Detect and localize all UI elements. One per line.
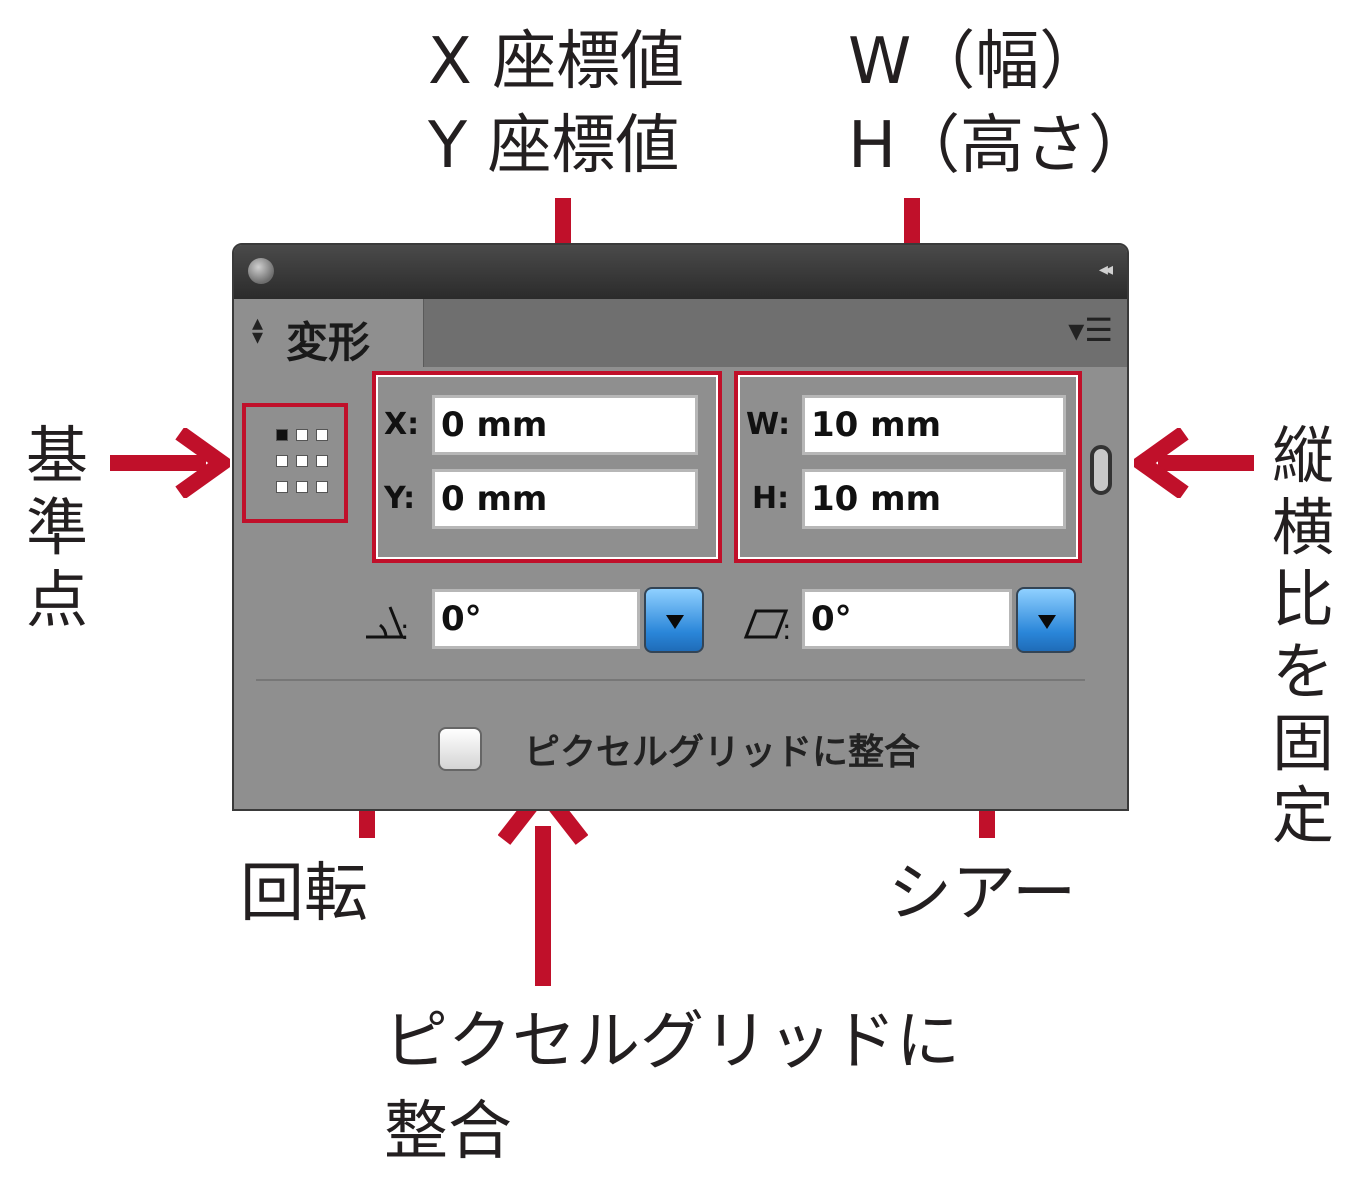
panel-tabbar: ▴▾ 変形 ▾☰ xyxy=(234,299,1127,367)
wh-fields-highlight-inner xyxy=(738,375,1078,559)
y-field[interactable]: 0 mm xyxy=(432,469,698,529)
ref-point-top-left[interactable] xyxy=(276,429,288,441)
panel-titlebar: ◂◂ xyxy=(234,245,1127,299)
collapse-icon[interactable]: ◂◂ xyxy=(1098,259,1113,280)
callout-pixel-grid-line2: 整合 xyxy=(384,1095,512,1169)
callout-lock-aspect-ratio-char: 縦 xyxy=(1271,419,1334,492)
xy-fields-highlight xyxy=(372,371,722,563)
rotate-dropdown-button[interactable] xyxy=(644,587,704,653)
panel-menu-icon[interactable]: ▾☰ xyxy=(1068,311,1113,349)
ref-point-top-right[interactable] xyxy=(316,429,328,441)
reference-point-locator[interactable] xyxy=(242,403,348,523)
callout-reference-point-char: 点 xyxy=(25,563,88,636)
ref-point-middle-left[interactable] xyxy=(276,455,288,467)
wh-fields-highlight xyxy=(734,371,1082,563)
tab-transform[interactable]: ▴▾ 変形 xyxy=(234,299,424,367)
arrow-to-chain-link xyxy=(1134,428,1254,498)
rotate-field[interactable]: 0° xyxy=(432,589,640,649)
ref-point-bottom-center[interactable] xyxy=(296,481,308,493)
ref-point-center[interactable] xyxy=(296,455,308,467)
callout-lock-aspect-ratio-char: 比 xyxy=(1271,563,1334,636)
pixel-grid-checkbox[interactable] xyxy=(438,727,482,771)
callout-reference-point-char: 基 xyxy=(25,419,88,492)
callout-lock-aspect-ratio-char: 横 xyxy=(1271,491,1334,564)
ref-point-bottom-left[interactable] xyxy=(276,481,288,493)
callout-height: H（高さ） xyxy=(848,109,1153,183)
rotate-icon: : xyxy=(366,606,408,643)
panel-body: X: 0 mm Y: 0 mm W: 10 mm H: 10 mm : 0° :… xyxy=(234,367,1127,809)
pixel-grid-checkbox-label: ピクセルグリッドに整合 xyxy=(524,732,921,773)
shear-icon: : xyxy=(743,609,790,643)
callout-y-coordinate: Y 座標値 xyxy=(428,109,680,183)
shear-dropdown-button[interactable] xyxy=(1016,587,1076,653)
ref-point-top-center[interactable] xyxy=(296,429,308,441)
arrow-to-reference-point xyxy=(110,428,230,498)
ref-point-middle-right[interactable] xyxy=(316,455,328,467)
svg-text::: : xyxy=(782,613,790,643)
callout-x-coordinate: X 座標値 xyxy=(428,25,685,99)
tab-arrows-icon: ▴▾ xyxy=(252,311,264,350)
callout-lock-aspect-ratio-char: 固 xyxy=(1271,707,1334,780)
callout-shear: シアー xyxy=(888,857,1077,931)
callout-rotate: 回転 xyxy=(240,857,368,931)
svg-text::: : xyxy=(400,613,408,643)
y-label: Y: xyxy=(384,481,416,516)
chain-link-icon[interactable] xyxy=(1090,445,1112,495)
ref-point-bottom-right[interactable] xyxy=(316,481,328,493)
shear-field[interactable]: 0° xyxy=(802,589,1012,649)
arrow-to-pixel-grid-checkbox xyxy=(498,782,588,986)
callout-reference-point: 基 準 点 xyxy=(22,420,92,636)
callout-reference-point-char: 準 xyxy=(25,491,88,564)
xy-fields-highlight-inner xyxy=(376,375,718,559)
callout-pixel-grid-line1: ピクセルグリッドに xyxy=(384,1005,960,1079)
callout-lock-aspect-ratio: 縦 横 比 を 固 定 xyxy=(1268,420,1338,852)
h-label: H: xyxy=(752,481,790,516)
w-field[interactable]: 10 mm xyxy=(802,395,1066,455)
h-field[interactable]: 10 mm xyxy=(802,469,1066,529)
callout-lock-aspect-ratio-char: 定 xyxy=(1271,779,1334,852)
callout-width: W（幅） xyxy=(848,25,1104,99)
close-dot-icon[interactable] xyxy=(248,258,274,284)
transform-panel: ◂◂ ▴▾ 変形 ▾☰ X: 0 mm Y: 0 mm xyxy=(232,243,1129,811)
callout-lock-aspect-ratio-char: を xyxy=(1271,635,1334,708)
x-field[interactable]: 0 mm xyxy=(432,395,698,455)
x-label: X: xyxy=(384,407,420,442)
panel-divider xyxy=(256,679,1085,681)
w-label: W: xyxy=(746,407,791,442)
tab-transform-label: 変形 xyxy=(286,318,371,367)
